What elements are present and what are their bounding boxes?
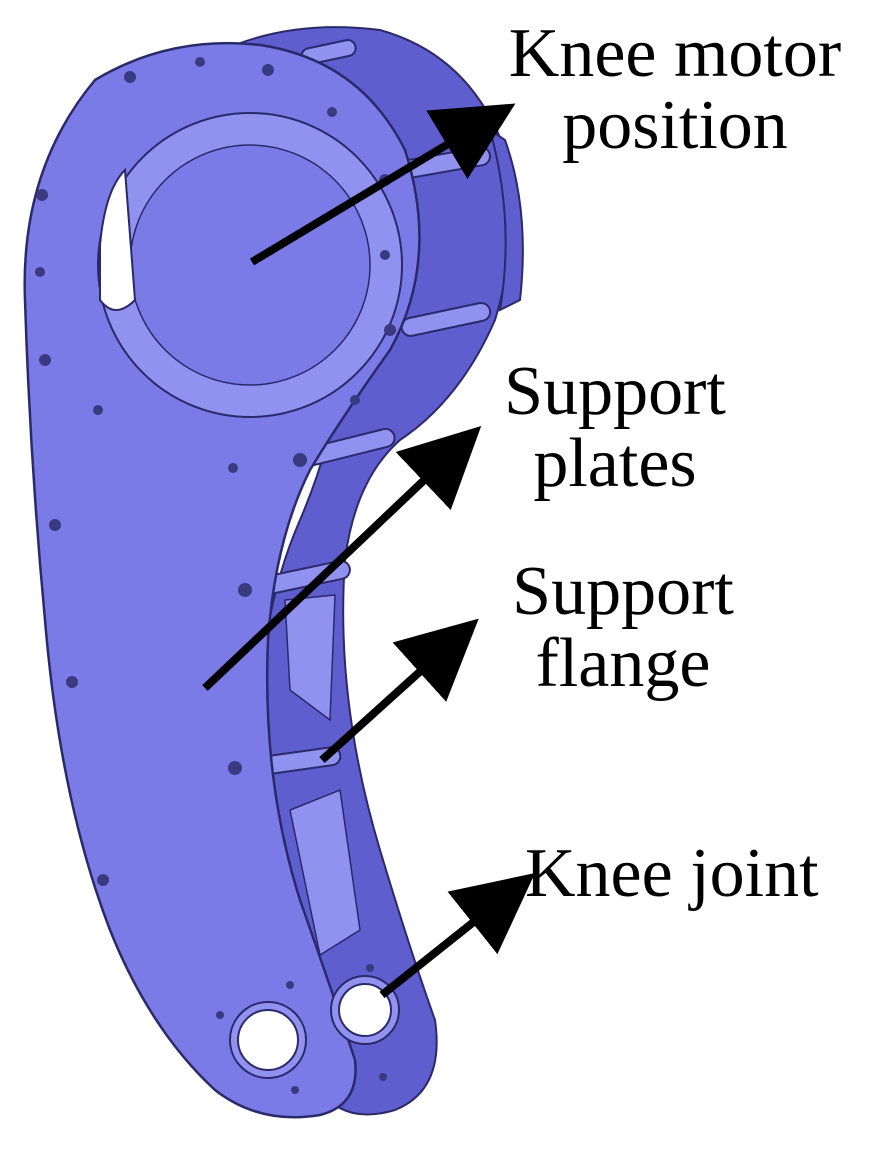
label-knee-motor-line1: Knee motor bbox=[508, 15, 842, 92]
label-support-plates-line2: plates bbox=[533, 425, 697, 502]
label-knee-motor-line2: position bbox=[562, 87, 788, 164]
motor-window bbox=[99, 167, 137, 311]
label-support-plates: Support plates bbox=[490, 356, 740, 500]
label-knee-motor-position: Knee motor position bbox=[490, 18, 860, 162]
mounting-holes bbox=[35, 57, 396, 1094]
label-support-flange-line2: flange bbox=[535, 625, 711, 702]
callout-arrows bbox=[202, 103, 536, 999]
arrow-knee-motor bbox=[249, 103, 516, 266]
flange-cutouts bbox=[284, 594, 361, 957]
arrow-support-flange bbox=[319, 618, 479, 763]
motor-opening bbox=[129, 144, 371, 386]
label-support-flange: Support flange bbox=[498, 556, 748, 700]
knee-joint-bores bbox=[229, 975, 400, 1079]
arrow-support-plates bbox=[202, 425, 482, 691]
label-knee-joint-line1: Knee joint bbox=[525, 835, 819, 912]
label-support-flange-line1: Support bbox=[512, 553, 734, 630]
label-support-plates-line1: Support bbox=[504, 353, 726, 430]
label-knee-joint: Knee joint bbox=[525, 838, 819, 910]
arrow-knee-joint bbox=[379, 873, 536, 999]
